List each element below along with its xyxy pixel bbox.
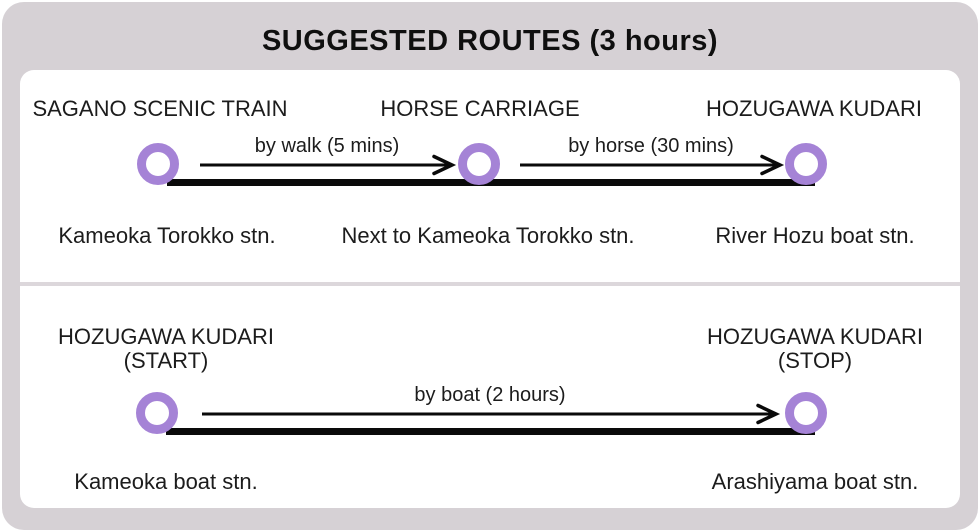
stop-node bbox=[137, 143, 179, 185]
stop-node bbox=[785, 392, 827, 434]
leg-label: by walk (5 mins) bbox=[254, 135, 400, 157]
route-line bbox=[166, 428, 815, 435]
stop-heading-line1: HOZUGAWA KUDARI bbox=[58, 324, 274, 349]
stop-heading: HORSE CARRIAGE bbox=[380, 96, 580, 121]
leg-arrow-icon bbox=[200, 154, 457, 176]
stop-node bbox=[785, 143, 827, 185]
station-label: Kameoka Torokko stn. bbox=[58, 223, 276, 248]
station-label: Next to Kameoka Torokko stn. bbox=[341, 223, 635, 248]
stop-heading-line2: (START) bbox=[123, 348, 209, 373]
stop-heading: HOZUGAWA KUDARI (STOP) bbox=[707, 325, 923, 373]
leg-arrow-icon bbox=[202, 403, 781, 425]
stop-node bbox=[136, 392, 178, 434]
page-title: SUGGESTED ROUTES (3 hours) bbox=[261, 25, 719, 57]
stop-heading-line1: HOZUGAWA KUDARI bbox=[707, 324, 923, 349]
stop-heading: HOZUGAWA KUDARI (START) bbox=[58, 325, 274, 373]
station-label: Kameoka boat stn. bbox=[74, 469, 258, 494]
route-line bbox=[167, 179, 815, 186]
stop-node bbox=[458, 143, 500, 185]
stop-heading: SAGANO SCENIC TRAIN bbox=[32, 96, 288, 121]
leg-arrow-icon bbox=[520, 154, 785, 176]
routes-panel: SAGANO SCENIC TRAIN HORSE CARRIAGE HOZUG… bbox=[20, 70, 960, 508]
station-label: Arashiyama boat stn. bbox=[711, 469, 919, 494]
row-divider bbox=[20, 282, 960, 286]
leg-label: by horse (30 mins) bbox=[568, 135, 734, 157]
leg-label: by boat (2 hours) bbox=[414, 384, 566, 406]
station-label: River Hozu boat stn. bbox=[715, 223, 915, 248]
stop-heading-line2: (STOP) bbox=[777, 348, 853, 373]
stop-heading: HOZUGAWA KUDARI bbox=[706, 96, 922, 121]
